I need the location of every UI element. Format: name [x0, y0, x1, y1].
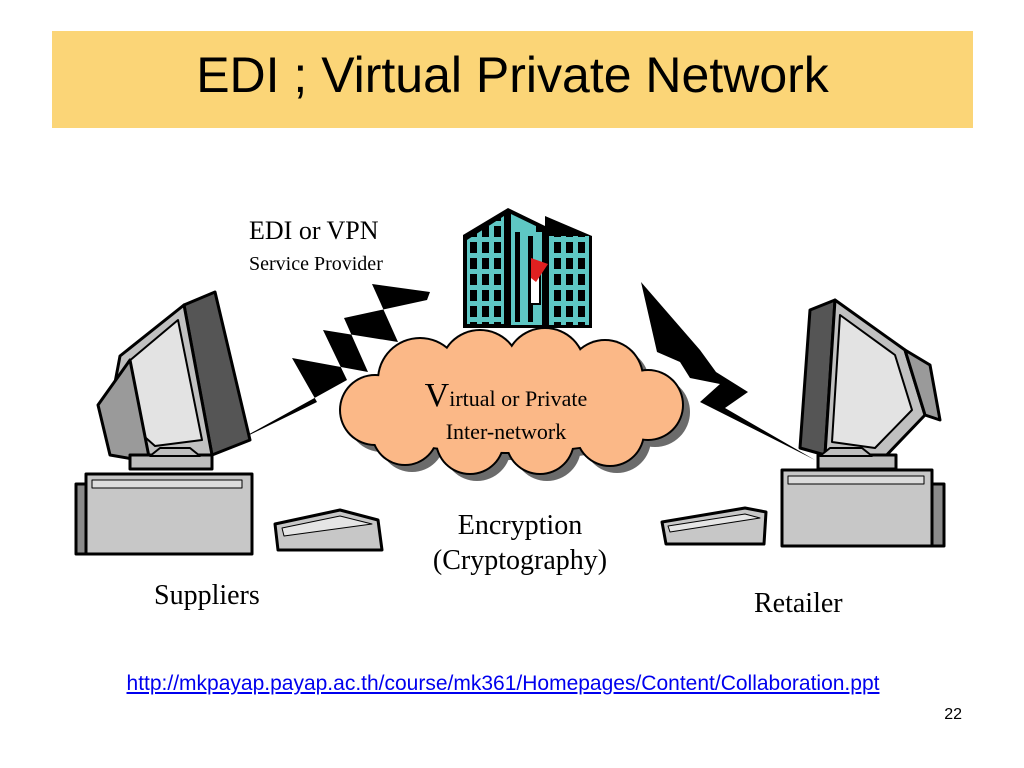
cloud-label: Virtual or Private Inter-network: [386, 375, 626, 445]
computer-icon: [74, 290, 384, 556]
retailer-label: Retailer: [754, 588, 843, 619]
cloud-initial: V: [424, 377, 450, 414]
lightning-bolt-icon: [235, 284, 430, 442]
building-icon: [463, 208, 592, 328]
cloud-icon: [339, 327, 690, 481]
cloud-line2: Inter-network: [445, 418, 567, 444]
provider-sublabel: Service Provider: [249, 253, 383, 275]
title-banner: EDI ; Virtual Private Network: [52, 31, 973, 128]
cloud-line1: irtual or Private: [449, 386, 588, 411]
suppliers-label: Suppliers: [154, 580, 260, 611]
encryption-line2: (Cryptography): [432, 545, 608, 576]
provider-label: EDI or VPN: [249, 216, 379, 245]
computer-icon: [660, 298, 946, 548]
encryption-label: Encryption (Cryptography): [400, 508, 640, 578]
encryption-line1: Encryption: [457, 510, 583, 541]
slide-title: EDI ; Virtual Private Network: [196, 47, 829, 103]
page-number: 22: [944, 706, 962, 723]
source-link[interactable]: http://mkpayap.payap.ac.th/course/mk361/…: [126, 672, 880, 695]
flag-icon: [531, 258, 548, 282]
